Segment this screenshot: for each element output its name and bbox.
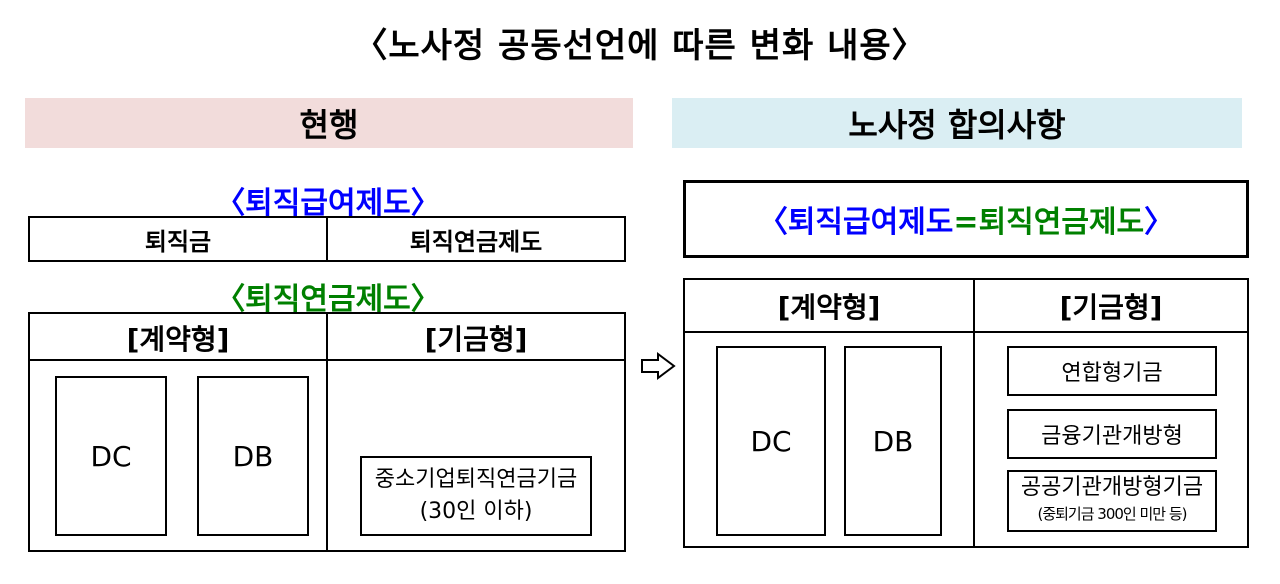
agreed-pension-box bbox=[683, 278, 1249, 548]
retirement-pension-cell: 퇴직연금제도 bbox=[409, 227, 543, 256]
unified-system-label: 〈퇴직급여제도=퇴직연금제도〉 bbox=[758, 197, 1174, 241]
federated-fund-box: 연합형기금 bbox=[1007, 346, 1217, 396]
unified-close-bracket: 〉 bbox=[1144, 205, 1175, 240]
current-db-box: DB bbox=[197, 376, 309, 536]
public-fund-note: (중퇴기금 300인 미만 등) bbox=[1037, 505, 1187, 523]
unified-pension-label: 퇴직연금제도 bbox=[978, 205, 1145, 240]
divider bbox=[683, 331, 1249, 333]
divider bbox=[28, 359, 626, 361]
unified-open-bracket: 〈 bbox=[757, 205, 788, 240]
public-fund-name: 공공기관개방형기금 bbox=[1020, 475, 1204, 500]
current-fund-type-header: [기금형] bbox=[424, 323, 528, 356]
unified-system-box: 〈퇴직급여제도=퇴직연금제도〉 bbox=[683, 180, 1249, 258]
unified-benefit-label: 퇴직급여제도 bbox=[787, 205, 954, 240]
financial-institution-open-fund-box: 금융기관개방형 bbox=[1007, 409, 1217, 459]
agreed-fund-type-header: [기금형] bbox=[1059, 291, 1163, 324]
agreed-banner: 노사정 합의사항 bbox=[672, 98, 1242, 148]
retirement-pension-heading: 〈퇴직연금제도〉 bbox=[215, 282, 441, 317]
agreed-db-box: DB bbox=[844, 346, 942, 536]
divider bbox=[973, 278, 975, 548]
right-arrow-icon bbox=[641, 352, 676, 380]
sme-fund-name: 중소기업퇴직연금기금 bbox=[374, 467, 578, 492]
public-institution-open-fund-box: 공공기관개방형기금 (중퇴기금 300인 미만 등) bbox=[1007, 470, 1217, 532]
retirement-benefit-table: 퇴직금 퇴직연금제도 bbox=[28, 216, 626, 262]
sme-pension-fund-box: 중소기업퇴직연금기금 (30인 이하) bbox=[360, 456, 592, 536]
current-banner: 현행 bbox=[25, 98, 633, 148]
severance-pay-cell: 퇴직금 bbox=[30, 218, 328, 260]
current-dc-box: DC bbox=[55, 376, 167, 536]
agreed-contract-type-header: [계약형] bbox=[777, 291, 881, 324]
retirement-benefit-heading: 〈퇴직급여제도〉 bbox=[215, 186, 441, 221]
unified-equals: = bbox=[953, 205, 979, 240]
current-contract-type-header: [계약형] bbox=[126, 323, 230, 356]
agreed-dc-box: DC bbox=[716, 346, 826, 536]
divider bbox=[326, 312, 328, 552]
main-title: 〈노사정 공동선언에 따른 변화 내용〉 bbox=[353, 25, 927, 66]
sme-fund-note: (30인 이하) bbox=[419, 499, 533, 524]
